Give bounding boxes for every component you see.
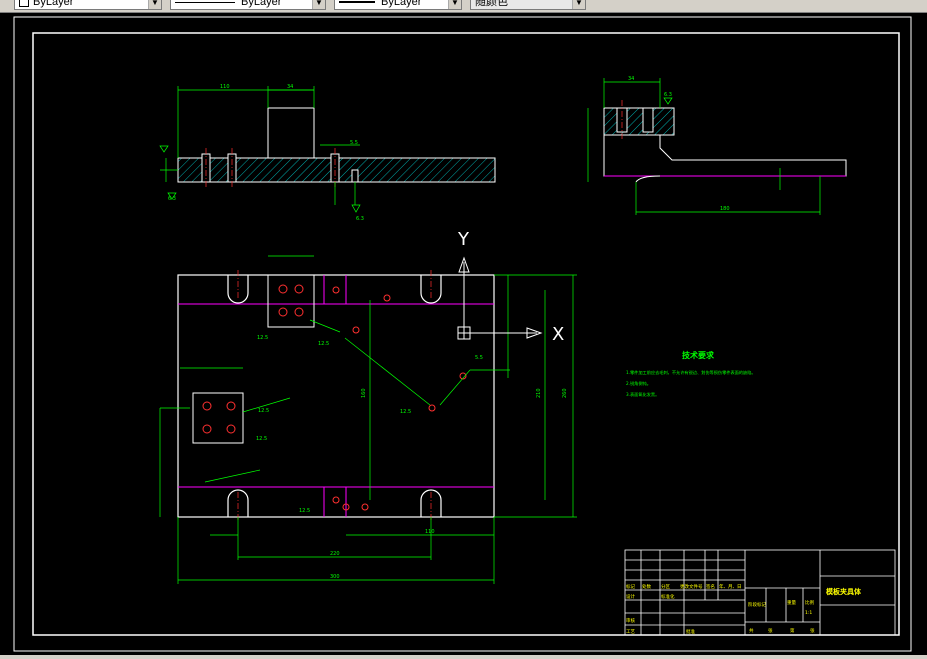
ucs-x-label: X	[552, 324, 564, 345]
chevron-down-icon: ▼	[572, 0, 585, 9]
roughness-value: 6.3	[664, 92, 672, 98]
title-block-labels: 标记 处数 分区 更改文件号 签名 年、月、日 设计 标准化 审核 工艺 批准 …	[626, 583, 815, 635]
roughness-value: 12.5	[400, 409, 411, 415]
drawing-canvas[interactable]: 110 34 5.5 6.3 6.3 34 180 6.3	[0, 12, 927, 655]
dim-side-width: 34	[628, 76, 634, 82]
layer-color-combo[interactable]: ByLayer ▼	[14, 0, 162, 10]
layer-color-value: ByLayer	[33, 0, 74, 8]
chevron-down-icon: ▼	[312, 0, 325, 9]
dim-slot: 5.5	[350, 140, 358, 146]
sheet-inner-border	[32, 32, 900, 636]
tech-req-line: 2.锐角倒钝。	[626, 380, 651, 387]
roughness-symbol-icon	[167, 192, 177, 200]
tech-req-line: 3.表面氧化发黑。	[626, 391, 659, 398]
dim-right: 110	[425, 529, 435, 535]
linetype-combo[interactable]: ByLayer ▼	[170, 0, 326, 10]
roughness-value: 6.3	[168, 196, 176, 202]
front-section-view: 110 34 5.5 6.3 6.3	[159, 84, 496, 222]
roughness-value: 12.5	[257, 335, 268, 341]
linetype-preview-icon	[175, 1, 235, 3]
tb-label: 审核	[626, 617, 635, 624]
dim-mid-height: 160	[361, 388, 367, 398]
roughness-value: 12.5	[258, 408, 269, 414]
plotstyle-combo[interactable]: 随颜色 ▼	[470, 0, 586, 10]
plan-view	[177, 270, 495, 522]
dim-boss: 34	[287, 84, 293, 90]
plotstyle-value: 随颜色	[475, 0, 508, 8]
tb-label: 分区	[661, 583, 670, 590]
lineweight-preview-icon	[339, 1, 375, 4]
plan-dimensions	[159, 255, 577, 584]
tb-label: 张	[768, 627, 773, 634]
tb-label: 标准化	[661, 593, 675, 600]
roughness-symbol-icon	[663, 97, 673, 105]
dim-total-width: 300	[330, 574, 340, 580]
ucs-icon	[457, 256, 543, 340]
tb-label: 张	[810, 627, 815, 634]
tb-label: 标记	[626, 583, 635, 590]
tb-label: 共	[749, 627, 754, 634]
lineweight-combo[interactable]: ByLayer ▼	[334, 0, 462, 10]
tb-label: 比例	[805, 599, 814, 606]
chevron-down-icon: ▼	[448, 0, 461, 9]
tb-label: 设计	[626, 593, 635, 600]
tb-label: 工艺	[626, 629, 635, 635]
sheet-outer-border	[13, 16, 912, 652]
tb-label: 第	[790, 627, 795, 634]
roughness-value: 12.5	[318, 341, 329, 347]
roughness-value: 6.3	[356, 216, 364, 222]
tech-req-title: 技术要求	[682, 350, 715, 360]
dim-side-length: 180	[720, 206, 730, 212]
dim-inner-height: 210	[536, 388, 542, 398]
dim-total-height: 260	[562, 388, 568, 398]
ucs-y-label: Y	[457, 229, 470, 250]
tech-req-line: 1.零件加工前应去毛刺，不允许有锐边、划伤等损伤零件表面的缺陷。	[626, 369, 756, 376]
tb-label: 处数	[642, 583, 651, 590]
chevron-down-icon: ▼	[148, 0, 161, 9]
dim-slot-spacing: 220	[330, 551, 340, 557]
properties-toolbar: ByLayer ▼ ByLayer ▼ ByLayer ▼ 随颜色 ▼	[0, 0, 927, 13]
color-swatch-icon	[19, 0, 29, 8]
linetype-value: ByLayer	[241, 0, 282, 8]
dim-top-left: 110	[220, 84, 230, 90]
side-section-view: 34 180 6.3	[587, 76, 847, 215]
technical-requirements: 技术要求 1.零件加工前应去毛刺，不允许有锐边、划伤等损伤零件表面的缺陷。 2.…	[626, 350, 756, 398]
tb-label: 阶段标记	[748, 601, 766, 608]
roughness-symbol-icon	[159, 145, 169, 153]
title-block	[624, 549, 896, 636]
lineweight-value: ByLayer	[381, 0, 422, 8]
status-bar	[0, 655, 927, 659]
tb-label: 更改文件号	[680, 583, 703, 590]
tb-label: 签名	[706, 583, 715, 590]
dim-hole-offset: 5.5	[475, 355, 483, 361]
tb-scale: 1:1	[805, 610, 812, 616]
roughness-value: 12.5	[256, 436, 267, 442]
part-name: 模板夹具体	[826, 587, 862, 596]
roughness-symbol-icon	[351, 204, 361, 213]
roughness-value: 12.5	[299, 508, 310, 514]
tb-label: 批准	[686, 628, 695, 635]
holes	[202, 284, 467, 511]
tb-label: 重量	[787, 599, 796, 606]
tb-label: 年、月、日	[719, 583, 742, 590]
